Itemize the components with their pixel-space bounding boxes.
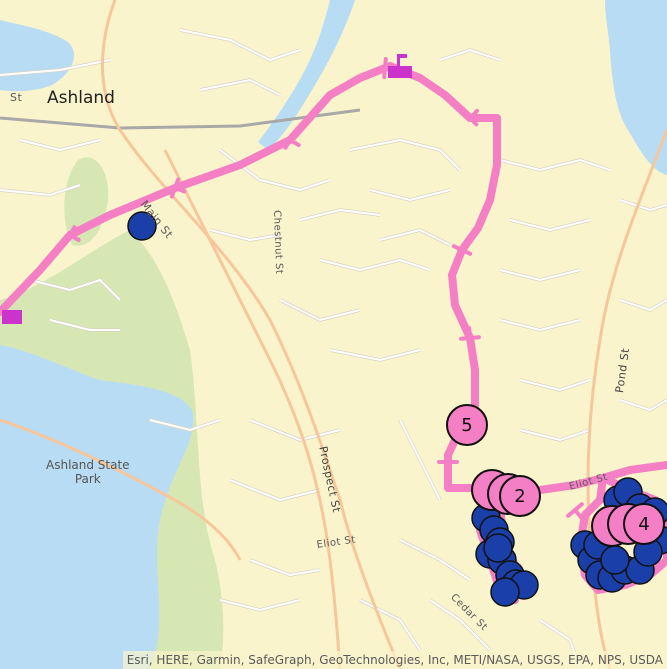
point-marker[interactable]	[490, 577, 520, 607]
point-marker[interactable]	[483, 533, 513, 563]
minor-road	[149, 419, 221, 432]
pond-east	[605, 0, 667, 175]
town-label-text: Ashland	[47, 88, 115, 108]
stop-label: 5	[461, 415, 472, 436]
route-arrow	[451, 238, 473, 256]
stop-marker-2-stack[interactable]: 2	[471, 469, 541, 517]
road-label-chestnut-st: Chestnut St	[271, 210, 285, 275]
west-arterial-road	[0, 418, 242, 561]
route-arrow	[566, 502, 584, 520]
route-arrow	[461, 108, 480, 127]
minor-road	[279, 299, 361, 322]
minor-road	[29, 278, 121, 301]
river-north	[258, 0, 355, 150]
lake-ashland	[0, 345, 194, 669]
minor-road	[619, 399, 667, 412]
depot-marker-end	[388, 54, 412, 78]
stop-marker-5[interactable]: 5	[446, 404, 488, 446]
minor-road	[429, 599, 491, 651]
minor-road	[229, 479, 321, 502]
park-label: Ashland State Park	[46, 458, 130, 486]
minor-road	[399, 539, 471, 581]
minor-road	[439, 48, 501, 61]
route-arrow	[437, 460, 459, 474]
minor-road	[0, 59, 111, 76]
minor-road	[249, 559, 321, 577]
point-marker[interactable]	[127, 211, 157, 241]
minor-road	[299, 208, 381, 221]
minor-road	[519, 379, 591, 392]
stop-markers: 5 2 4	[446, 404, 665, 547]
minor-road	[619, 199, 667, 212]
minor-road	[369, 189, 451, 202]
main-st-road	[101, 0, 402, 669]
stop-marker-4-stack[interactable]: 4	[591, 503, 665, 547]
minor-roads	[0, 28, 667, 669]
park-label-line2: Park	[74, 472, 101, 486]
prospect-st-road	[163, 149, 342, 669]
minor-road	[499, 319, 581, 332]
minor-road	[179, 29, 301, 62]
minor-road	[209, 229, 281, 242]
minor-road	[509, 219, 591, 232]
minor-road	[499, 269, 581, 282]
route-arrow	[169, 177, 187, 199]
minor-road	[499, 158, 611, 172]
minor-road	[249, 419, 341, 442]
park-label-line1: Ashland State	[46, 458, 130, 472]
minor-road	[319, 258, 431, 272]
route-arrow	[459, 326, 481, 341]
town-label-ashland: Ashland	[47, 88, 115, 108]
minor-road	[199, 78, 281, 96]
point-markers	[127, 211, 667, 607]
stop-label: 4	[638, 514, 649, 535]
minor-road	[19, 139, 101, 152]
minor-road	[219, 599, 301, 612]
minor-road	[519, 429, 591, 442]
minor-road	[619, 299, 667, 312]
minor-road	[349, 138, 461, 171]
depot-marker-start	[2, 310, 22, 324]
pond-st-road	[586, 129, 667, 669]
stop-label: 2	[514, 486, 525, 507]
minor-road	[399, 419, 441, 501]
point-marker[interactable]	[600, 545, 630, 575]
minor-road	[0, 184, 81, 197]
route-direction-arrows	[63, 57, 584, 520]
railway	[0, 108, 361, 130]
minor-road	[329, 349, 421, 362]
street-fragment-label: St	[10, 91, 23, 104]
route-arrow	[63, 225, 81, 245]
minor-road	[49, 319, 120, 331]
route-arrow	[283, 130, 301, 150]
minor-road	[359, 599, 421, 651]
minor-road	[379, 228, 451, 246]
map-attribution: Esri, HERE, Garmin, SafeGraph, GeoTechno…	[122, 651, 667, 669]
